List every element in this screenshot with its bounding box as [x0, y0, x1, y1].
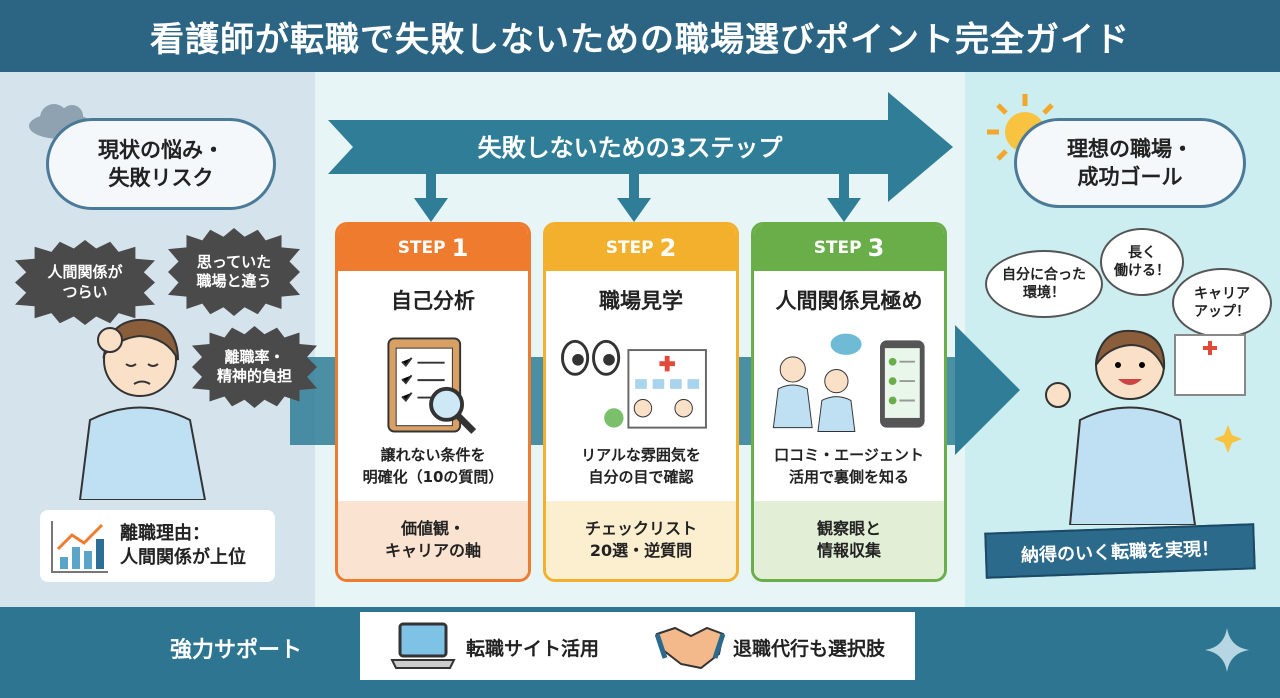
- laptop-icon: [390, 622, 456, 669]
- steps-arrow-label: 失敗しないための3ステップ: [477, 134, 783, 162]
- support-label: 強力サポート: [170, 638, 303, 663]
- goal-bubble: 自分に合った 環境！: [985, 250, 1103, 318]
- banner-text: 納得のいく転職を実現！: [1020, 538, 1220, 567]
- step-description: 譲れない条件を 明確化（10の質問）: [362, 446, 504, 486]
- step-label: STEP: [397, 238, 446, 258]
- step-footer: 観察眼と 情報収集: [754, 501, 944, 579]
- worry-bubble: 離職率・ 精神的負担: [192, 326, 317, 408]
- step-title: 人間関係見極め: [775, 289, 923, 313]
- step-title: 自己分析: [391, 289, 475, 313]
- hospital-eyes-icon: [561, 339, 707, 429]
- colleagues-phone-icon: [772, 333, 925, 432]
- step-description: 口コミ・エージェント 活用で裏側を知る: [774, 446, 924, 486]
- step-number: 2: [659, 234, 677, 262]
- sparkle-icon: [1205, 628, 1249, 672]
- page-title: 看護師が転職で失敗しないための職場選びポイント完全ガイド: [0, 0, 1280, 72]
- step-number: 1: [451, 234, 469, 262]
- step-title: 職場見学: [599, 289, 683, 313]
- worry-bubble: 人間関係が つらい: [15, 240, 155, 325]
- worried-nurse-illustration: [78, 318, 207, 500]
- step-label: STEP: [605, 238, 654, 258]
- goal-bubble: 長く 働ける！: [1100, 228, 1184, 296]
- stat-card: 離職理由： 人間関係が上位: [40, 510, 275, 582]
- support-item-resignation-agency: 退職代行も選択肢: [733, 638, 886, 660]
- stat-text: 離職理由： 人間関係が上位: [120, 522, 246, 568]
- step-footer: 価値観・ キャリアの軸: [338, 501, 528, 579]
- step-footer: チェックリスト 20選・逆質問: [546, 501, 736, 579]
- handshake-icon: [655, 626, 725, 670]
- goal-arrow-icon: [955, 325, 1020, 455]
- step-description: リアルな雰囲気を 自分の目で確認: [581, 446, 701, 486]
- happy-nurse-hospital-illustration: [1045, 329, 1246, 525]
- current-worries-cloud: 現状の悩み・ 失敗リスク: [46, 118, 276, 210]
- step-label: STEP: [813, 238, 862, 258]
- support-box: [360, 612, 915, 680]
- worry-bubble: 思っていた 職場と違う: [168, 228, 300, 316]
- checklist-magnifier-icon: [387, 337, 477, 434]
- success-banner: 納得のいく転職を実現！: [984, 523, 1256, 579]
- step-number: 3: [867, 234, 885, 262]
- steps-arrow: [328, 92, 953, 202]
- chart-up-icon: [51, 520, 108, 573]
- ideal-goal-cloud: 理想の職場・ 成功ゴール: [1014, 118, 1246, 208]
- support-item-job-site: 転職サイト活用: [466, 638, 600, 660]
- down-arrows-icon: [414, 170, 861, 222]
